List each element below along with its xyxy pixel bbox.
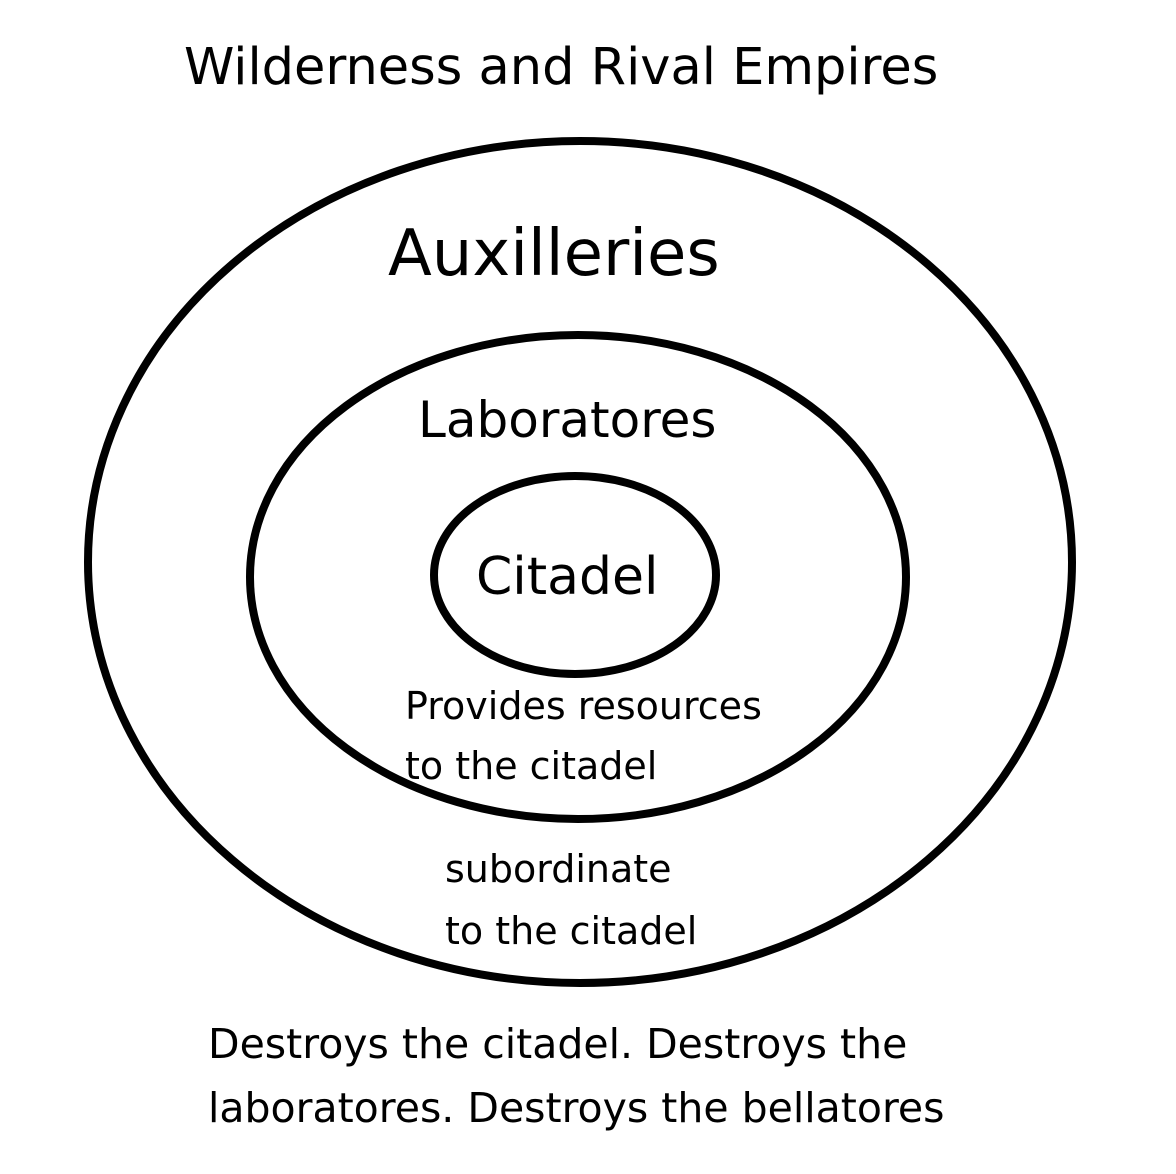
citadel-ring bbox=[430, 472, 720, 678]
auxilleries-ring bbox=[84, 137, 1076, 987]
auxilleries-note-line: to the citadel bbox=[445, 909, 698, 953]
outer-region-title: Wilderness and Rival Empires bbox=[184, 38, 939, 97]
outer-region-note-line: Destroys the citadel. Destroys the bbox=[208, 1020, 908, 1068]
auxilleries-note: subordinate to the citadel bbox=[445, 838, 697, 962]
auxilleries-note-line: subordinate bbox=[445, 847, 672, 891]
laboratores-ring bbox=[246, 331, 910, 823]
outer-region-note-line: laboratores. Destroys the bellatores bbox=[208, 1084, 945, 1132]
citadel-label: Citadel bbox=[476, 547, 659, 607]
laboratores-note-line: Provides resources bbox=[405, 684, 762, 728]
laboratores-label: Laboratores bbox=[418, 391, 717, 449]
outer-region-note: Destroys the citadel. Destroys the labor… bbox=[208, 1012, 944, 1140]
laboratores-note: Provides resources to the citadel bbox=[405, 676, 762, 796]
laboratores-note-line: to the citadel bbox=[405, 744, 658, 788]
auxilleries-label: Auxilleries bbox=[388, 217, 720, 291]
